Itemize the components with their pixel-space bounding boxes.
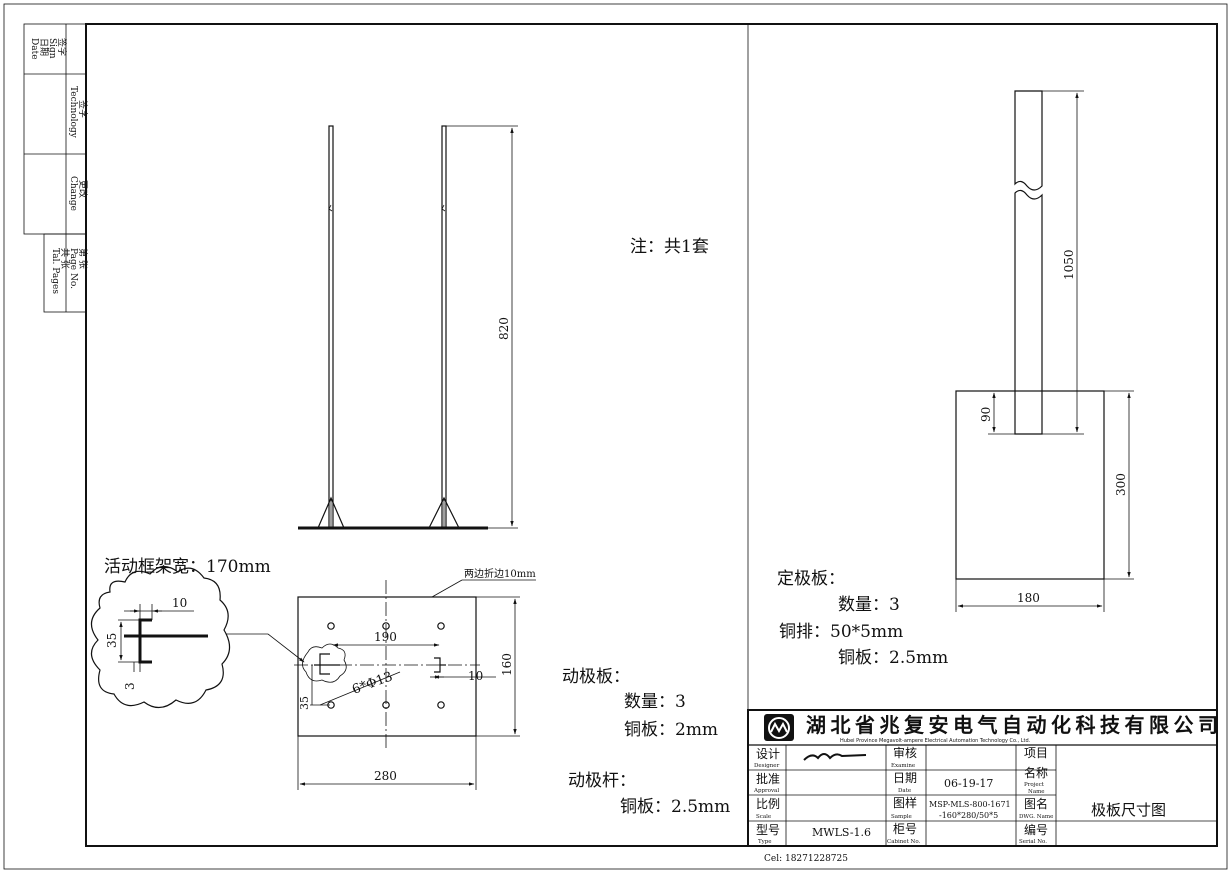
rod-height-1050-dim: 1050 — [1062, 249, 1076, 280]
examine-label-en: Examine — [891, 763, 915, 769]
fold-note: 两边折边10mm — [464, 567, 536, 580]
fixed-copper-note: 铜板：2.5mm — [838, 648, 948, 668]
date-label-en: Date — [898, 788, 911, 794]
total-note: 注：共1套 — [630, 237, 709, 257]
date-label-en: Date — [29, 38, 39, 60]
plate-width-180-dim: 180 — [1017, 591, 1040, 605]
notes: 注：共1套 动极板： 数量：3 铜板：2mm 动极杆： 铜板：2.5mm — [562, 237, 730, 817]
technology-label-en: Technology — [68, 86, 78, 139]
moving-rod-view: 820 — [298, 125, 518, 530]
moving-rod-title: 动极杆： — [568, 771, 636, 791]
hole-spec-label: 6*Φ13 — [350, 669, 395, 697]
detail-dim-3: 3 — [123, 682, 137, 690]
busbar-note: 铜排：50*5mm — [779, 622, 903, 642]
revision-panel: 签字 Sign 日期 Date 签字 Technology 更改 Change … — [23, 23, 89, 313]
approval-label-en: Approval — [753, 788, 779, 794]
company-name-en: Hubei Province Megavolt-ampere Electrica… — [840, 738, 1031, 744]
offset-35-dim: 35 — [298, 696, 311, 710]
rod-height-dim: 820 — [497, 317, 511, 340]
hole-spacing-dim: 190 — [374, 630, 397, 644]
date-label-cn: 日期 — [893, 771, 917, 785]
outer-frame — [3, 3, 1228, 870]
title-block: 湖北省兆复安电气自动化科技有限公司 Hubei Province Megavol… — [747, 709, 1223, 847]
fixed-plate-view: 1050 90 300 180 — [955, 90, 1134, 612]
dwg-name-value: 极板尺寸图 — [1091, 801, 1166, 819]
date-value: 06-19-17 — [944, 777, 993, 790]
sample-label-cn: 图样 — [893, 795, 917, 810]
project-label-cn-1: 项目 — [1024, 746, 1048, 760]
moving-rod-copper: 铜板：2.5mm — [620, 797, 730, 817]
detail-dim-35: 35 — [105, 633, 119, 648]
sign-label-en: Sign — [47, 38, 57, 59]
moving-plate-copper: 铜板：2mm — [624, 720, 718, 740]
sample-value-line-1: MSP-MLS-800-1671 — [929, 800, 1011, 809]
page-no-label-en: Page No. — [68, 248, 78, 289]
moving-plate-view: 190 6*Φ13 35 10 两边折边10mm 160 280 — [294, 567, 536, 790]
inner-frame — [85, 23, 1218, 847]
total-pages-label-en: Tal. Pages — [50, 248, 60, 294]
scale-label-cn: 比例 — [756, 797, 780, 811]
change-label-en: Change — [68, 176, 78, 211]
moving-plate-qty: 数量：3 — [624, 692, 686, 712]
fixed-plate-title: 定极板： — [777, 569, 845, 589]
total-pages-label-cn: 共 张 — [59, 248, 70, 269]
right-dim-10: 10 — [468, 669, 483, 683]
phone-number: Cel: 18271228725 — [764, 854, 848, 864]
fixed-plate-notes: 定极板： 数量：3 铜排：50*5mm 铜板：2.5mm — [777, 569, 948, 668]
change-label-cn: 更改 — [77, 180, 89, 198]
type-label-en: Type — [758, 839, 772, 845]
frame-width-note: 活动框架宽：170mm — [104, 557, 271, 577]
project-label-en-2: Name — [1028, 789, 1045, 795]
plate-width-dim: 280 — [374, 769, 397, 783]
type-value: MWLS-1.6 — [812, 826, 871, 839]
type-label-cn: 型号 — [756, 823, 780, 837]
fixed-plate-qty: 数量：3 — [838, 595, 900, 615]
sign-label-cn: 签字 — [56, 38, 68, 56]
project-label-en-1: Project — [1024, 782, 1045, 788]
sample-value-line-2: -160*280/50*5 — [939, 811, 998, 820]
detail-dim-10: 10 — [172, 596, 187, 610]
overlap-90-dim: 90 — [979, 407, 993, 422]
designer-signature — [803, 753, 867, 761]
page-no-label-cn: 第 张 — [77, 248, 89, 269]
examine-label-cn: 审核 — [893, 745, 917, 760]
dwg-label-cn: 图名 — [1024, 796, 1048, 811]
company-name-cn: 湖北省兆复安电气自动化科技有限公司 — [806, 713, 1223, 737]
plate-height-dim: 160 — [500, 653, 514, 676]
dwg-label-en: DWG. Name — [1019, 814, 1053, 820]
moving-plate-title: 动极板： — [562, 667, 630, 687]
cabinet-label-cn: 柜号 — [893, 822, 917, 836]
technology-label-cn: 签字 — [77, 100, 89, 118]
cabinet-label-en: Cabinet No. — [887, 839, 921, 845]
serial-label-en: Serial No. — [1019, 839, 1047, 845]
serial-label-cn: 编号 — [1024, 822, 1048, 837]
project-label-cn-2: 名称 — [1024, 765, 1048, 780]
scale-label-en: Scale — [756, 814, 771, 820]
sample-label-en: Sample — [891, 814, 912, 820]
designer-label-en: Designer — [754, 763, 780, 769]
designer-label-cn: 设计 — [756, 747, 780, 761]
date-label-cn: 日期 — [38, 38, 49, 56]
approval-label-cn: 批准 — [756, 771, 780, 786]
plate-height-300-dim: 300 — [1114, 473, 1128, 496]
cloud-detail: 10 35 3 — [90, 565, 231, 709]
company-logo-icon — [764, 714, 794, 741]
